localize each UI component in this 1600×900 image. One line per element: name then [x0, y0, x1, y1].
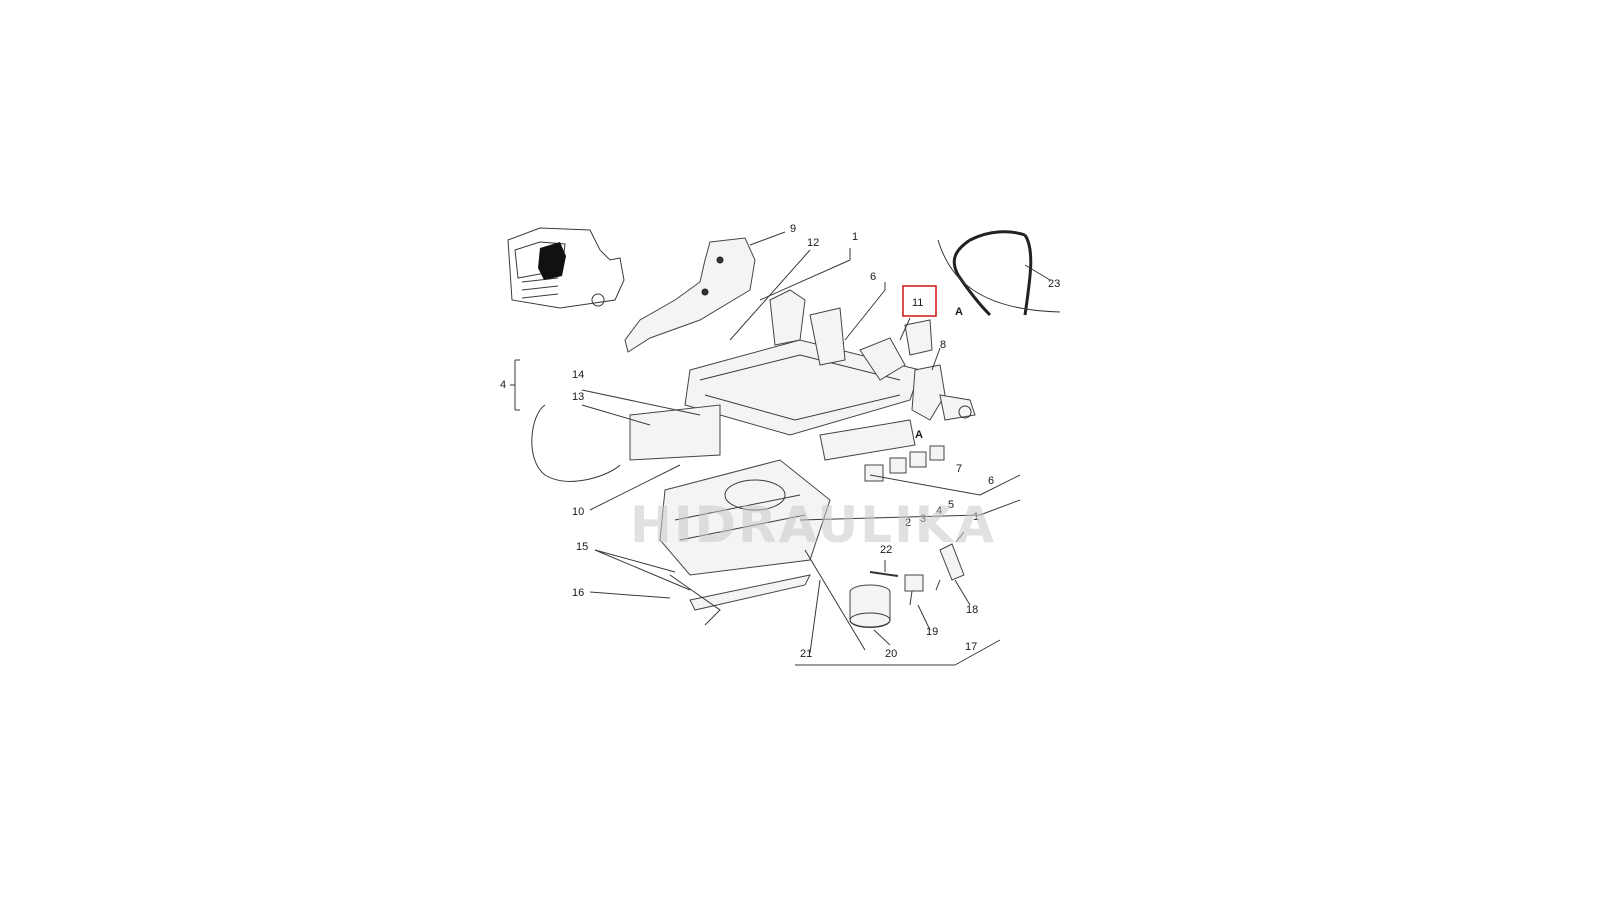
pin: [869, 571, 899, 577]
callout-10: 10: [572, 506, 584, 518]
callout-15: 15: [576, 541, 588, 553]
valve: [904, 574, 924, 606]
callout-12: 12: [807, 237, 819, 249]
callout-20: 20: [885, 648, 897, 660]
callout-23: 23: [1048, 278, 1060, 290]
callout-9: 9: [790, 223, 796, 235]
side-bracket-part: [904, 319, 976, 421]
cable: [531, 404, 621, 482]
truck-cab-thumbnail: [507, 227, 625, 309]
callout-labels: 9 1 12 6 11 8 23 A A 4 14 13 10 15 16 21…: [500, 223, 1060, 660]
callout-22: 22: [880, 544, 892, 556]
callout-14: 14: [572, 369, 584, 381]
seat-parts-exploded-diagram: 9 1 12 6 11 8 23 A A 4 14 13 10 15 16 21…: [500, 223, 1060, 666]
callout-17: 17: [965, 641, 977, 653]
callout-16: 16: [572, 587, 584, 599]
callout-6: 6: [870, 271, 876, 283]
callout-4a: 4: [500, 379, 506, 391]
callout-19: 19: [926, 626, 938, 638]
callout-2: 2: [905, 517, 911, 529]
view-label-a: A: [955, 306, 963, 318]
callout-18: 18: [966, 604, 978, 616]
callout-13: 13: [572, 391, 584, 403]
hose: [952, 230, 1033, 317]
seat-frame: [629, 289, 921, 461]
callout-5: 5: [948, 499, 954, 511]
callout-6b: 6: [988, 475, 994, 487]
callout-8: 8: [940, 339, 946, 351]
callout-21: 21: [800, 648, 812, 660]
callout-1b: 1: [973, 511, 979, 523]
air-spring: [849, 584, 891, 628]
callout-7: 7: [956, 463, 962, 475]
small-components: [864, 405, 972, 482]
highlight-box: [902, 285, 937, 317]
leader-lines: [510, 231, 1051, 666]
callout-4: 4: [936, 505, 942, 517]
callout-3: 3: [920, 513, 926, 525]
shock-absorber: [935, 531, 965, 591]
callout-11: 11: [912, 297, 923, 309]
callout-1: 1: [852, 231, 858, 243]
seat-base: [659, 459, 831, 626]
view-label-a-2: A: [915, 429, 923, 441]
side-cover-part: [624, 237, 756, 353]
